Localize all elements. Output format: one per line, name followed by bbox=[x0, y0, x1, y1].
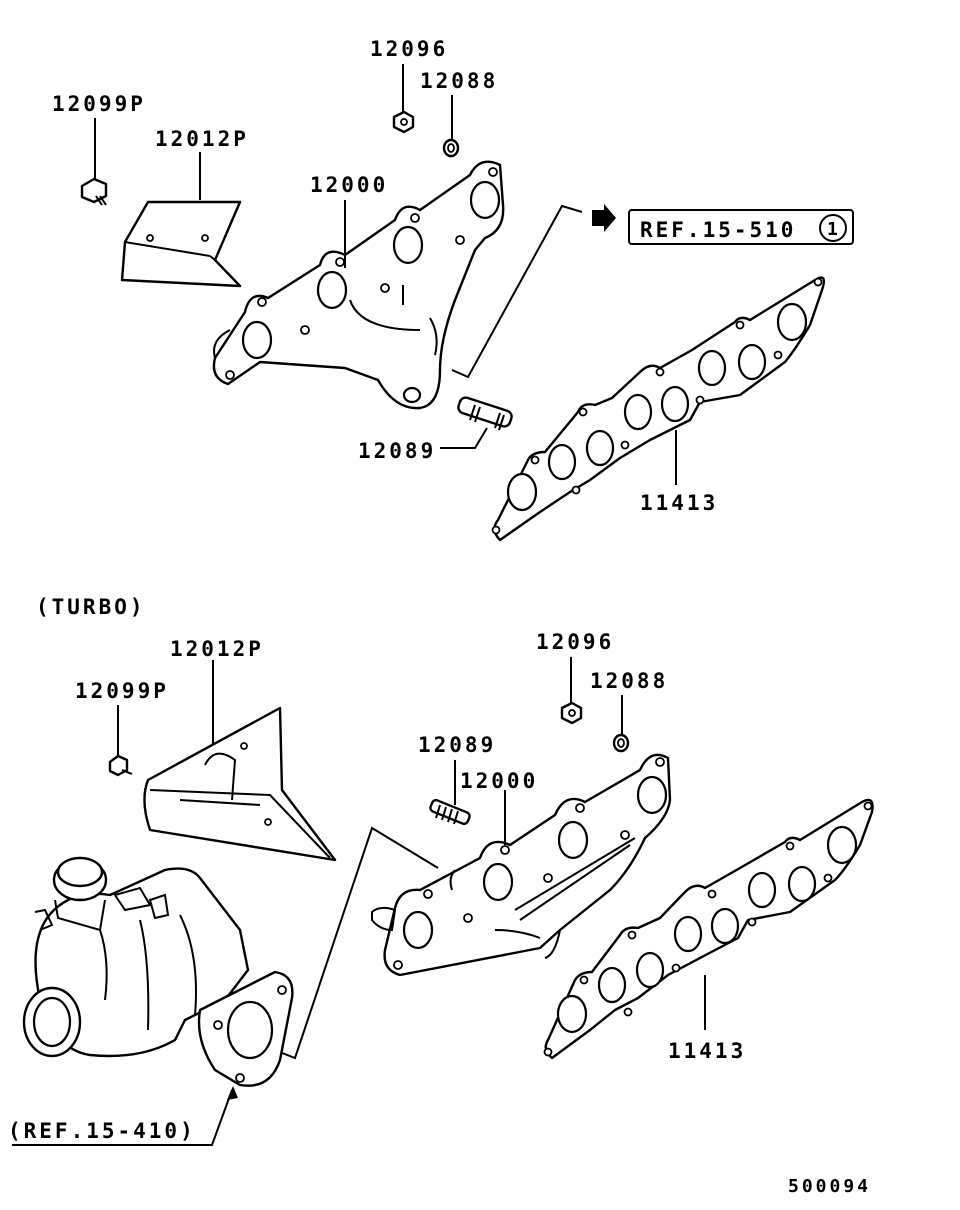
top-assembly: 12099P 12012P 12096 12088 bbox=[52, 37, 854, 542]
nut-12096-icon bbox=[392, 64, 415, 134]
turbo-section-title: (TURBO) bbox=[36, 595, 146, 619]
gasket-11413-icon bbox=[491, 276, 826, 542]
label-turbo-manifold-12000: 12000 bbox=[460, 769, 538, 793]
washer-12088-icon bbox=[442, 95, 460, 158]
ref-box-15-510: REF.15-510 1 bbox=[628, 209, 854, 245]
ref-15-410: (REF.15-410) bbox=[8, 1086, 238, 1146]
label-washer-12088: 12088 bbox=[420, 69, 498, 93]
stud-12089-icon bbox=[440, 396, 513, 449]
turbo-washer-12088-icon bbox=[612, 695, 630, 753]
turbo-exhaust-manifold-12000-icon bbox=[371, 753, 672, 977]
label-turbo-stud-12089: 12089 bbox=[418, 733, 496, 757]
turbocharger-icon bbox=[22, 856, 294, 1087]
label-bolt-12099p: 12099P bbox=[52, 92, 146, 116]
turbo-assembly: (TURBO) 12012P 12099P 12096 bbox=[8, 595, 874, 1146]
label-turbo-nut-12096: 12096 bbox=[536, 630, 614, 654]
bolt-12099p-icon bbox=[80, 118, 108, 206]
label-turbo-washer-12088: 12088 bbox=[590, 669, 668, 693]
ref-arrow-icon bbox=[451, 204, 616, 379]
svg-text:1: 1 bbox=[827, 219, 841, 240]
turbo-gasket-11413-icon bbox=[543, 798, 874, 1060]
label-manifold-12000: 12000 bbox=[310, 173, 388, 197]
svg-text:(REF.15-410): (REF.15-410) bbox=[8, 1119, 196, 1143]
label-gasket-11413: 11413 bbox=[640, 491, 718, 515]
turbo-nut-12096-icon bbox=[560, 657, 583, 725]
bracket-12012p-icon bbox=[120, 152, 242, 288]
turbo-stud-12089-icon bbox=[429, 760, 471, 826]
label-turbo-bolt-12099p: 12099P bbox=[75, 679, 169, 703]
figure-code: 500094 bbox=[788, 1176, 871, 1197]
label-turbo-gasket-11413: 11413 bbox=[668, 1039, 746, 1063]
label-turbo-bracket-12012p: 12012P bbox=[170, 637, 264, 661]
label-nut-12096: 12096 bbox=[370, 37, 448, 61]
exhaust-manifold-12000-icon bbox=[212, 160, 505, 410]
turbo-bolt-12099p-icon bbox=[108, 705, 133, 777]
label-bracket-12012p: 12012P bbox=[155, 127, 249, 151]
turbo-bracket-12012p-icon bbox=[143, 660, 337, 862]
label-stud-12089: 12089 bbox=[358, 439, 436, 463]
svg-text:REF.15-510: REF.15-510 bbox=[640, 218, 796, 242]
